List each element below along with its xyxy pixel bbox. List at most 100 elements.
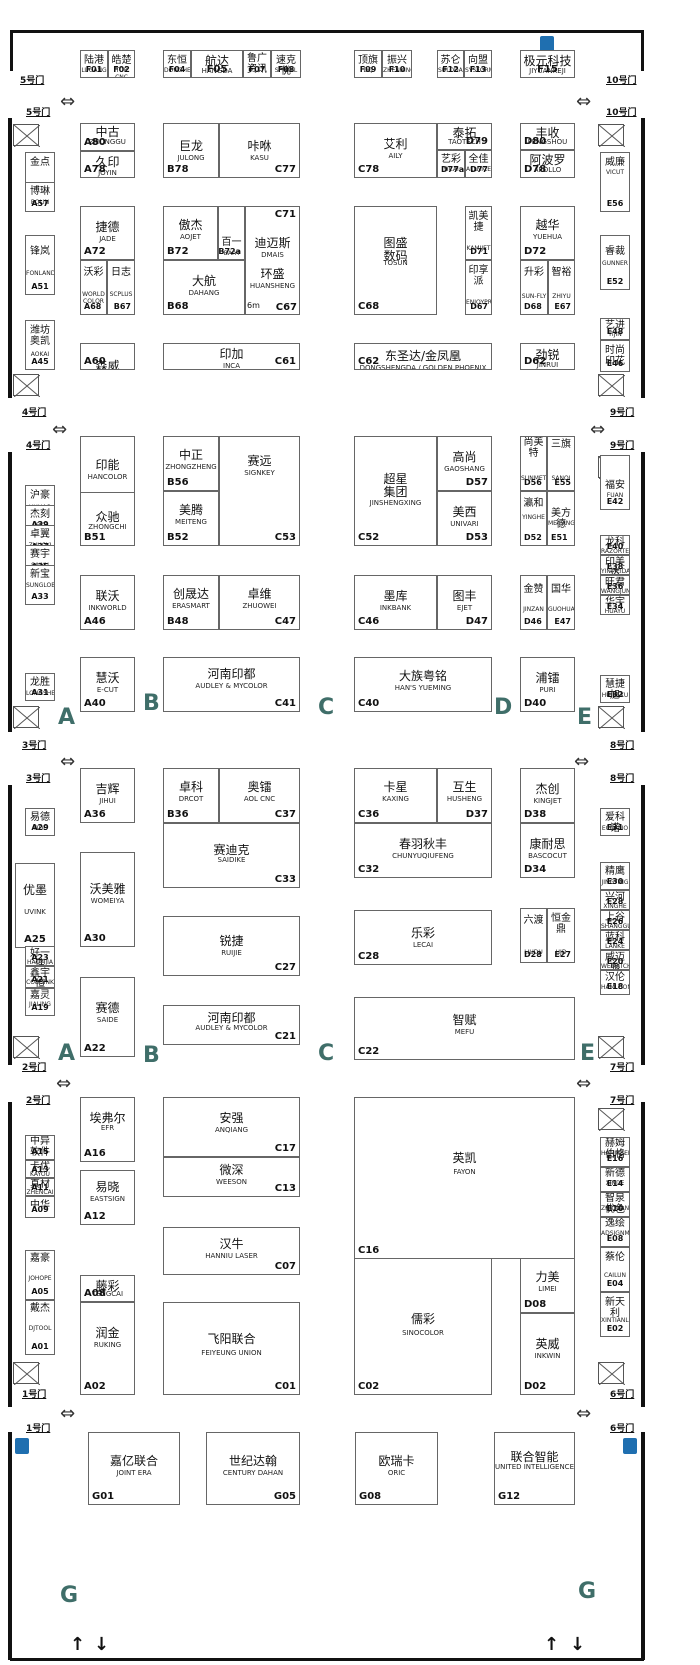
booth-a33[interactable]: 新宝SUNGLOBALA33 xyxy=(25,565,55,605)
booth-e51[interactable]: 美方德MEIFANGDEE51 xyxy=(547,491,575,546)
booth-a31[interactable]: 龙胜LONGSHENGA31 xyxy=(25,673,55,701)
booth-d67[interactable]: 印享派ENJOYPRINTD67 xyxy=(465,260,492,315)
booth-a60[interactable]: 森威SENWEIA60 xyxy=(80,343,135,370)
booth-e16[interactable]: 赫姆伯格HAMMBERGE16 xyxy=(600,1137,630,1167)
booth-f04[interactable]: 东恒DONGHENGF04 xyxy=(163,50,191,78)
booth-e08[interactable]: 逸绘ADSIGNMARKE08 xyxy=(600,1217,630,1247)
booth-label-32[interactable]: 6m xyxy=(247,300,263,312)
